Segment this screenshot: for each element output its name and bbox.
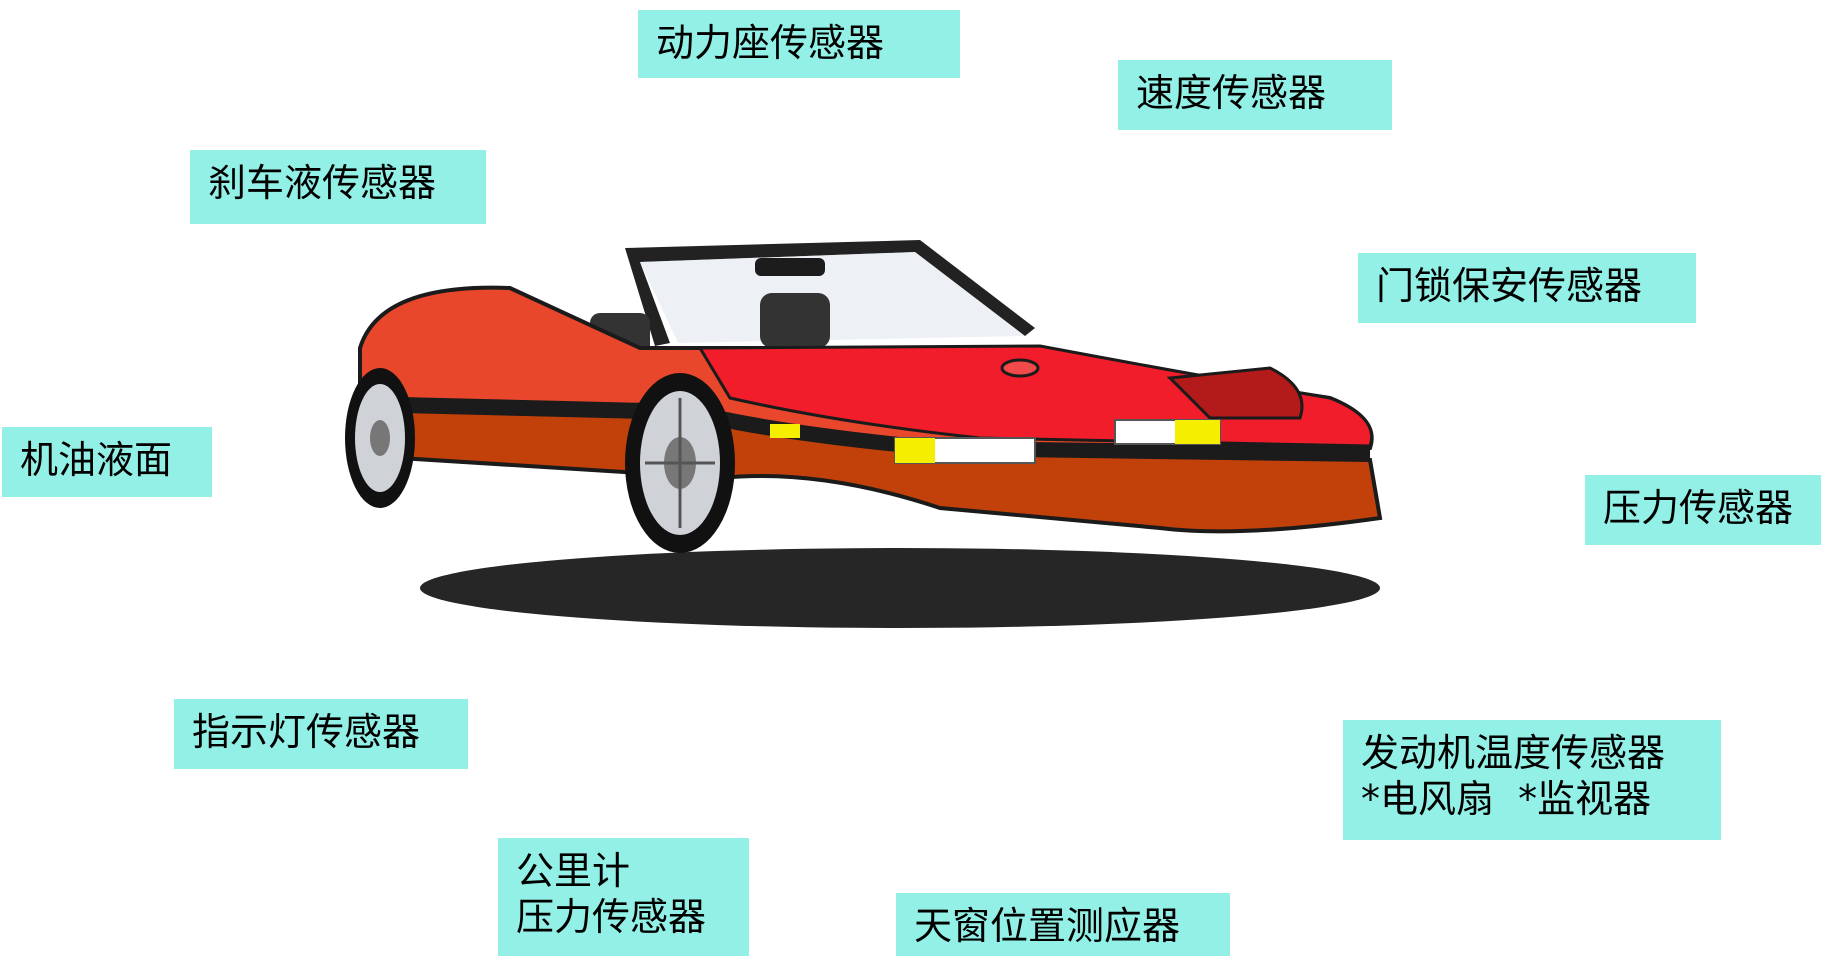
- label-text-line-2: *电风扇 *监视器: [1361, 777, 1652, 821]
- label-pressure-sensor: 压力传感器: [1585, 475, 1821, 545]
- label-text-line-1: 公里计: [516, 849, 631, 893]
- label-speed-sensor: 速度传感器: [1118, 60, 1392, 130]
- car-mirror: [755, 258, 825, 276]
- label-text: 刹车液传感器: [208, 161, 437, 205]
- convertible-car-illustration: [345, 240, 1383, 628]
- label-text-line-2: 压力传感器: [516, 895, 707, 939]
- car-front-wheel: [625, 373, 735, 553]
- label-engine-temp-sensor: 发动机温度传感器 *电风扇 *监视器: [1343, 720, 1721, 840]
- label-odometer-pressure-sensor: 公里计 压力传感器: [498, 838, 749, 956]
- label-power-seat-sensor: 动力座传感器: [638, 10, 960, 78]
- car-body-stripe: [358, 398, 1370, 460]
- label-sunroof-position-sensor: 天窗位置测应器: [896, 893, 1230, 956]
- label-brake-fluid-sensor: 刹车液传感器: [190, 150, 486, 224]
- car-side-marker: [770, 424, 800, 438]
- car-windshield-frame: [625, 240, 1035, 346]
- car-rear-wheel: [345, 368, 415, 508]
- label-text: 压力传感器: [1603, 486, 1794, 530]
- car-headlight-lamp: [1175, 420, 1220, 444]
- label-text-line-1: 发动机温度传感器: [1361, 731, 1666, 775]
- label-text: 指示灯传感器: [192, 710, 421, 754]
- label-oil-level: 机油液面: [2, 427, 212, 497]
- label-door-lock-sensor: 门锁保安传感器: [1358, 253, 1696, 323]
- label-text: 机油液面: [20, 438, 173, 482]
- car-shadow: [420, 548, 1380, 628]
- label-indicator-lamp-sensor: 指示灯传感器: [174, 699, 468, 769]
- car-front-badge: [1000, 358, 1040, 378]
- car-seat: [760, 293, 830, 348]
- car-headlight-lamp: [895, 438, 935, 463]
- label-text: 门锁保安传感器: [1376, 264, 1643, 308]
- car-hood-vent: [1166, 366, 1304, 420]
- car-windshield-glass: [640, 252, 1025, 343]
- label-text: 天窗位置测应器: [914, 904, 1181, 948]
- label-text: 速度传感器: [1136, 71, 1327, 115]
- label-text: 动力座传感器: [656, 21, 885, 65]
